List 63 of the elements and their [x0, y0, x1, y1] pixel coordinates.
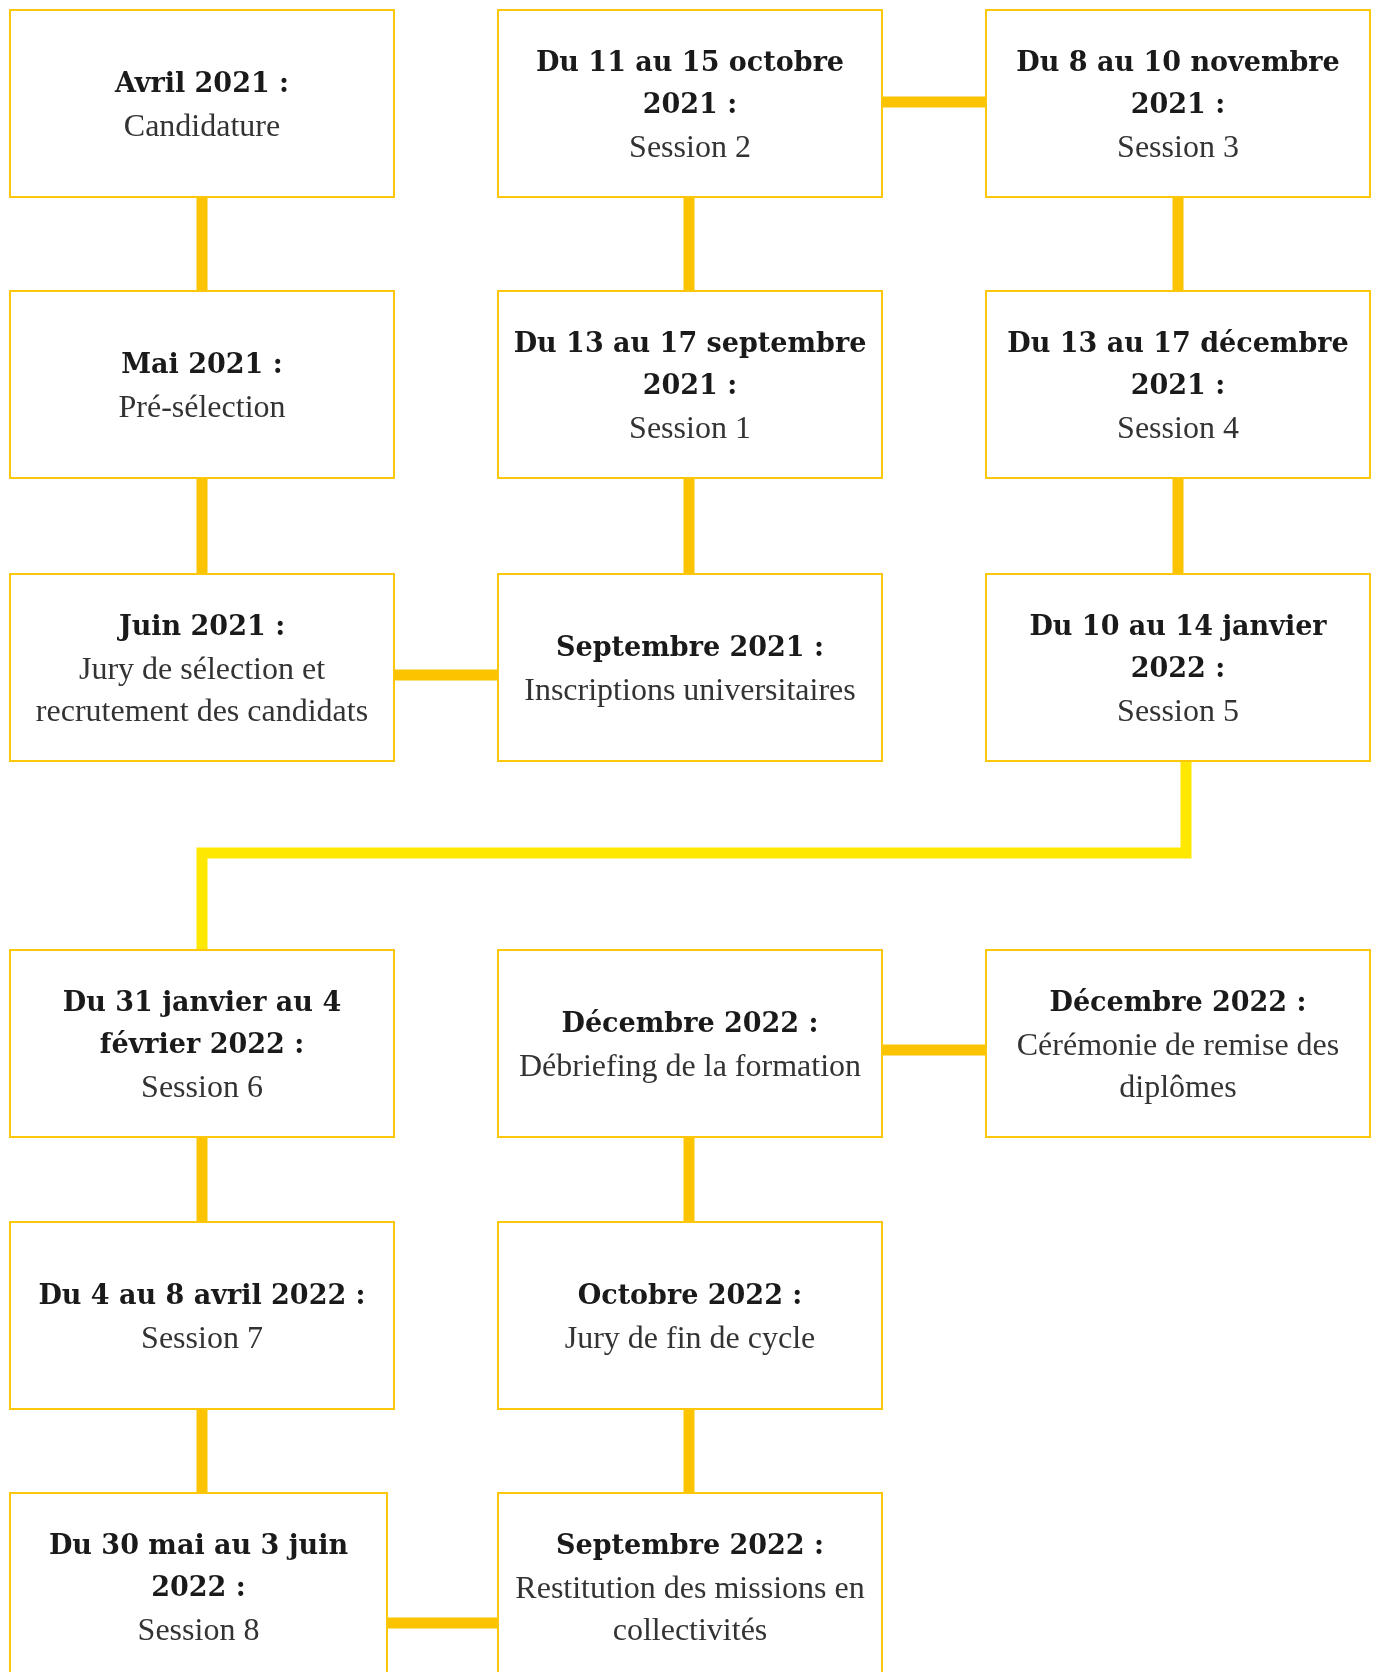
step-text: Inscriptions universitaires [524, 669, 856, 709]
timeline-box [9, 1221, 395, 1410]
date-heading: Décembre 2022 : [561, 1005, 819, 1040]
timeline-box [497, 573, 883, 762]
timeline-box [9, 573, 395, 762]
date-heading: Du 30 mai au 3 juin 2022 : [47, 1528, 350, 1604]
step-text: Cérémonie de remise des diplômes [1015, 1024, 1341, 1106]
date-heading: Avril 2021 : [114, 65, 290, 100]
date-heading: Juin 2021 : [118, 608, 286, 643]
step-text: Candidature [123, 105, 281, 145]
connector-line [1172, 198, 1184, 290]
date-heading: Décembre 2022 : [1049, 984, 1307, 1019]
step-text: Restitution des missions en collectivités [514, 1568, 866, 1649]
connector-line [1172, 479, 1184, 573]
date-heading: Du 13 au 17 septembre 2021 : [512, 325, 868, 402]
connector-line [883, 96, 985, 108]
connector-line [196, 762, 1192, 949]
connector-line [683, 1410, 695, 1492]
step-text: Débriefing de la formation [518, 1045, 862, 1085]
connector-line [683, 479, 695, 573]
connector-line [196, 198, 208, 290]
date-heading: Du 13 au 17 décembre 2021 : [1006, 325, 1350, 402]
timeline-box [985, 9, 1371, 198]
timeline-box [497, 1221, 883, 1410]
step-text: Session 6 [141, 1066, 263, 1106]
step-text: Session 2 [629, 126, 751, 166]
connector-line [683, 1138, 695, 1221]
timeline-box [9, 9, 395, 198]
timeline-box [985, 290, 1371, 479]
step-text: Session 8 [137, 1610, 260, 1649]
connector-line [196, 479, 208, 573]
timeline-box [9, 949, 395, 1138]
connector-line [683, 198, 695, 290]
step-text: Session 7 [141, 1317, 263, 1357]
date-heading: Du 4 au 8 avril 2022 : [38, 1277, 366, 1312]
step-text: Session 5 [1117, 690, 1239, 730]
connector-line [196, 1138, 208, 1221]
timeline-box [497, 949, 883, 1138]
date-heading: Du 10 au 14 janvier 2022 : [1028, 608, 1328, 685]
timeline-box [9, 1492, 388, 1672]
date-heading: Septembre 2022 : [556, 1528, 824, 1562]
timeline-box [9, 290, 395, 479]
step-text: Session 1 [629, 407, 751, 447]
date-heading: Octobre 2022 : [577, 1277, 803, 1312]
timeline-box [497, 9, 883, 198]
connector-line [388, 1617, 497, 1629]
timeline-box [985, 573, 1371, 762]
connector-line [196, 1410, 208, 1492]
date-heading: Mai 2021 : [121, 346, 283, 381]
date-heading: Septembre 2021 : [556, 629, 824, 664]
step-text: Session 4 [1117, 407, 1239, 447]
step-text: Pré-sélection [118, 386, 286, 426]
connector-line [883, 1044, 985, 1056]
timeline-box [985, 949, 1371, 1138]
step-text: Jury de sélection et recrutement des candidats [34, 648, 370, 730]
date-heading: Du 8 au 10 novembre 2021 : [1015, 44, 1341, 121]
timeline-box [497, 1492, 883, 1672]
connector-line [395, 669, 497, 681]
timeline-box [497, 290, 883, 479]
step-text: Session 3 [1117, 126, 1239, 166]
step-text: Jury de fin de cycle [564, 1317, 816, 1357]
date-heading: Du 11 au 15 octobre 2021 : [534, 44, 846, 121]
date-heading: Du 31 janvier au 4 février 2022 : [61, 984, 343, 1061]
